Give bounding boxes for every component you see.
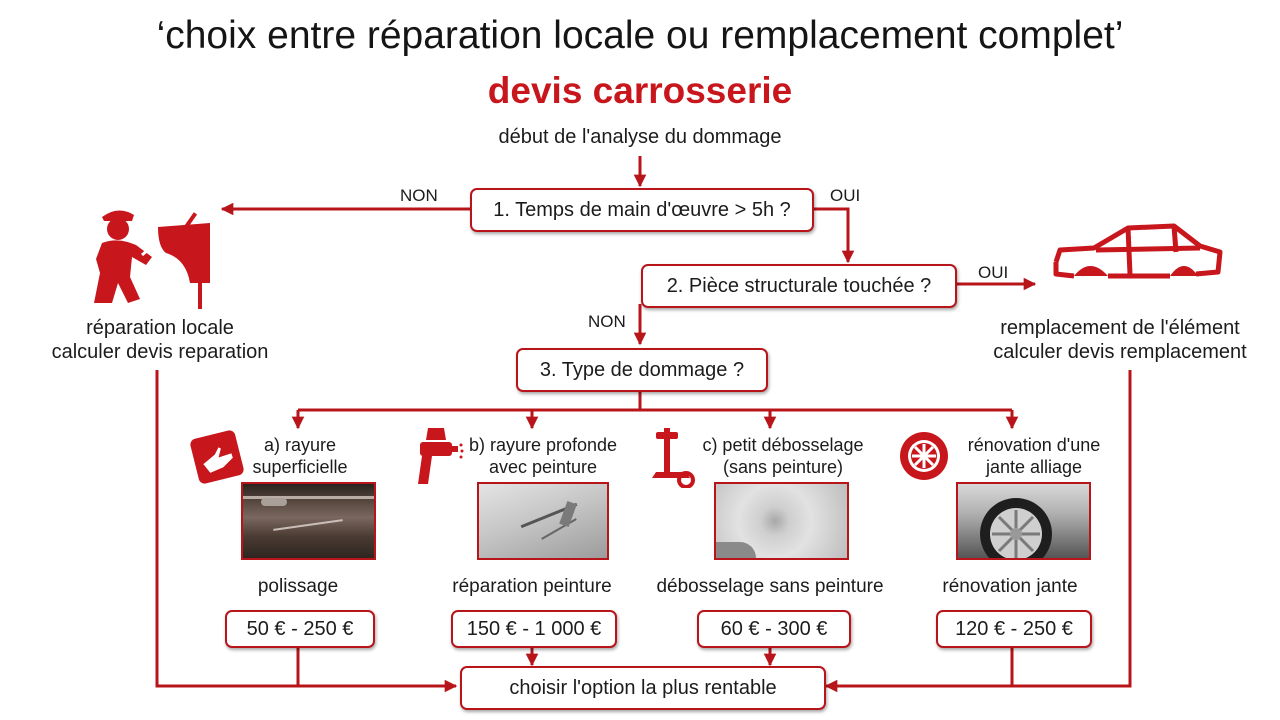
damage-type-d-label: rénovation d'une jante alliage <box>944 434 1124 478</box>
q2-yes-label: OUI <box>978 263 1008 283</box>
technique-c: débosselage sans peinture <box>640 576 900 598</box>
question-2-box: 2. Pièce structurale touchée ? <box>641 264 957 308</box>
small-dent-photo <box>714 482 849 560</box>
price-box-d: 120 € - 250 € <box>936 610 1092 648</box>
technique-b: réparation peinture <box>412 576 652 598</box>
final-decision-box: choisir l'option la plus rentable <box>460 666 826 710</box>
flow-start-label: début de l'analyse du dommage <box>440 126 840 149</box>
technique-a: polissage <box>178 576 418 598</box>
replacement-label: remplacement de l'élément calculer devis… <box>970 316 1270 364</box>
page-subtitle: devis carrosserie <box>0 70 1280 112</box>
price-box-a: 50 € - 250 € <box>225 610 375 648</box>
damage-type-b-label: b) rayure profonde avec peinture <box>448 434 638 478</box>
damage-type-c-label: c) petit débosselage (sans peinture) <box>688 434 878 478</box>
q1-yes-label: OUI <box>830 186 860 206</box>
question-3-box: 3. Type de dommage ? <box>516 348 768 392</box>
q2-no-label: NON <box>588 312 626 332</box>
price-box-b: 150 € - 1 000 € <box>451 610 617 648</box>
price-box-c: 60 € - 300 € <box>697 610 851 648</box>
page-title: ‘choix entre réparation locale ou rempla… <box>0 14 1280 58</box>
scratched-door-photo <box>241 482 376 560</box>
damage-type-a-label: a) rayure superficielle <box>230 434 370 478</box>
deep-scratch-photo <box>477 482 609 560</box>
local-repair-label: réparation locale calculer devis reparat… <box>20 316 300 364</box>
question-1-box: 1. Temps de main d'œuvre > 5h ? <box>470 188 814 232</box>
arrow-q1-yes <box>810 209 848 262</box>
alloy-wheel-photo <box>956 482 1091 560</box>
branch-bus <box>298 390 1012 410</box>
technique-d: rénovation jante <box>900 576 1120 598</box>
mechanic-repair-icon <box>82 203 217 313</box>
q1-no-label: NON <box>400 186 438 206</box>
alloy-wheel-icon <box>898 430 950 482</box>
car-body-shell-icon <box>1050 222 1225 287</box>
